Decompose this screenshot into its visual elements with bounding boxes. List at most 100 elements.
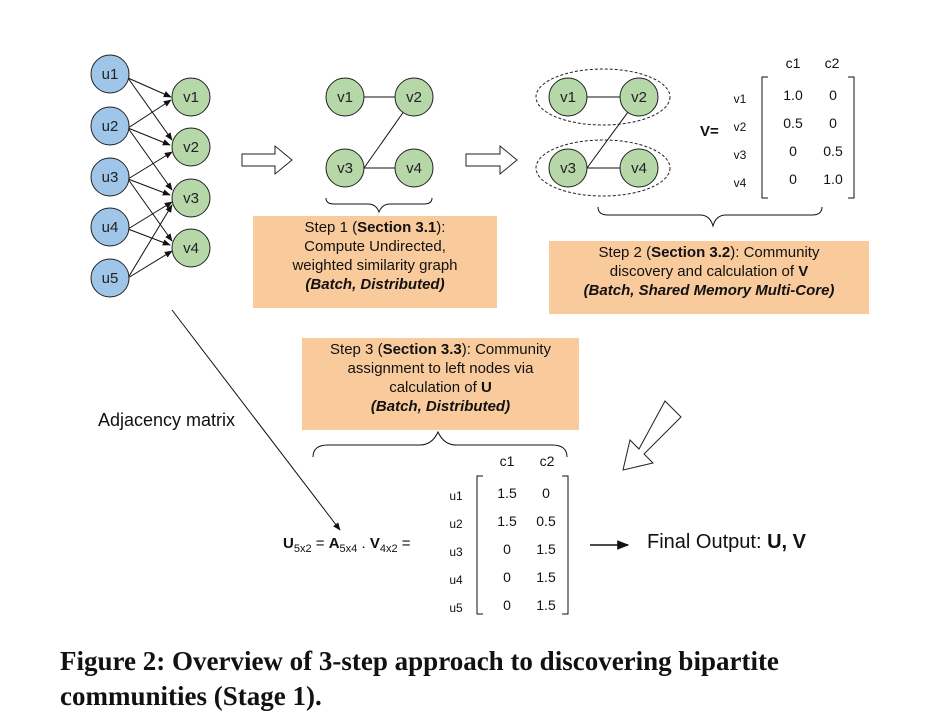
edge-u4-v4 <box>127 228 171 246</box>
node-u5: u5 <box>90 258 130 298</box>
node-v3-label: v3 <box>183 190 199 207</box>
edge-u3-v2 <box>127 151 173 180</box>
v-row-v1: v1 <box>734 92 747 106</box>
v-col-c1: c1 <box>786 55 801 71</box>
step2-line3: (Batch, Shared Memory Multi-Core) <box>583 282 835 299</box>
v-cell-1-1: 0 <box>829 115 837 131</box>
node-v4-label: v4 <box>183 240 199 257</box>
hollow-arrow-1 <box>241 144 293 176</box>
u-row-u3: u3 <box>449 545 463 559</box>
sim-node-v3-label: v3 <box>337 160 353 177</box>
v-cell-3-0: 0 <box>789 171 797 187</box>
u-cell-3-1: 1.5 <box>536 569 556 585</box>
eq-a-sub: 5x4 <box>339 543 358 555</box>
bipartite-edges <box>127 77 173 279</box>
comm-node-v2-label: v2 <box>631 89 647 106</box>
edge-u3-v3 <box>127 178 171 196</box>
sim-node-v3: v3 <box>325 148 365 188</box>
eq-equals-2: = <box>397 535 411 552</box>
edge-u2-v3 <box>127 127 173 191</box>
edge-u4-v3 <box>127 201 173 230</box>
u-col-c2: c2 <box>540 453 555 469</box>
u-cell-0-1: 0 <box>542 485 550 501</box>
sim-node-v1-label: v1 <box>337 89 353 106</box>
node-v2-label: v2 <box>183 139 199 156</box>
node-u3-label: u3 <box>102 169 119 186</box>
node-u3: u3 <box>90 157 130 197</box>
equation: U5x2 = A5x4 . V4x2 = <box>283 535 411 555</box>
step3-line3-text: calculation of <box>389 379 481 396</box>
edge-u5-v3 <box>127 204 173 279</box>
v-matrix-label: V= <box>700 123 719 140</box>
step1-line2: Compute Undirected, <box>304 238 446 255</box>
u-cell-3-0: 0 <box>503 569 511 585</box>
node-u1-label: u1 <box>102 66 119 83</box>
step3-box: Step 3 (Section 3.3): Community assignme… <box>302 338 579 430</box>
v-cell-1-0: 0.5 <box>783 115 803 131</box>
adjacency-arrow <box>171 309 341 531</box>
brace-step3 <box>312 430 568 458</box>
sim-node-v4: v4 <box>394 148 434 188</box>
u-cell-0-0: 1.5 <box>497 485 517 501</box>
step2-line2-bold: V <box>798 263 809 280</box>
step3-line4: (Batch, Distributed) <box>370 398 511 415</box>
edge-u2-v2 <box>127 127 171 146</box>
node-v1-label: v1 <box>183 89 199 106</box>
u-cell-2-0: 0 <box>503 541 511 557</box>
u-col-c1: c1 <box>500 453 515 469</box>
u-row-u1: u1 <box>449 489 463 503</box>
step2-line2-text: discovery and calculation of <box>609 263 799 280</box>
final-output-bold: U, V <box>767 531 806 553</box>
step1-line4: (Batch, Distributed) <box>305 276 445 293</box>
comm-node-v3: v3 <box>548 148 588 188</box>
step2-box: Step 2 (Section 3.2): Community discover… <box>549 241 869 314</box>
eq-dot: . <box>357 535 370 552</box>
u-matrix: c1 c2 u1 u2 u3 u4 u5 1.5 0 1.5 0.5 0 1.5… <box>449 453 569 615</box>
brace-step2 <box>597 206 823 228</box>
eq-u-sub: 5x2 <box>293 543 312 555</box>
comm-node-v1-label: v1 <box>560 89 576 106</box>
v-bracket-right <box>848 76 855 199</box>
u-cell-4-1: 1.5 <box>536 597 556 613</box>
step2-prefix: Step 2 ( <box>598 244 652 261</box>
comm-node-v4-label: v4 <box>631 160 647 177</box>
step1-box: Step 1 (Section 3.1): Compute Undirected… <box>253 216 497 308</box>
v-matrix: V= c1 c2 v1 v2 v3 v4 1.0 0 0.5 0 0 0.5 0… <box>700 55 855 199</box>
eq-equals: = <box>311 535 329 552</box>
step3-section: Section 3.3 <box>382 341 462 358</box>
eq-u: U <box>283 535 294 552</box>
step3-suffix: ): Community <box>461 341 551 358</box>
u-cell-4-0: 0 <box>503 597 511 613</box>
node-v2: v2 <box>171 127 211 167</box>
u-bracket-left <box>476 475 483 615</box>
node-u4: u4 <box>90 207 130 247</box>
v-cell-2-1: 0.5 <box>823 143 843 159</box>
sim-node-v2-label: v2 <box>406 89 422 106</box>
eq-v-sub: 4x2 <box>379 543 398 555</box>
node-v4: v4 <box>171 228 211 268</box>
edge-u5-v4 <box>127 250 173 279</box>
node-v3: v3 <box>171 178 211 218</box>
step1-line3: weighted similarity graph <box>292 257 458 274</box>
v-cell-0-0: 1.0 <box>783 87 803 103</box>
u-cell-1-0: 1.5 <box>497 513 517 529</box>
node-u5-label: u5 <box>102 270 119 287</box>
community-1-ellipse <box>535 68 671 126</box>
bipartite-graph: u1 u2 u3 u4 u5 v1 <box>90 54 211 298</box>
v-row-v2: v2 <box>734 120 747 134</box>
comm-node-v1: v1 <box>548 77 588 117</box>
sim-node-v2: v2 <box>394 77 434 117</box>
step1-suffix: ): <box>436 219 446 236</box>
u-bracket-right <box>562 475 569 615</box>
edge-u1-v1 <box>127 77 172 98</box>
u-row-u5: u5 <box>449 601 463 615</box>
hollow-arrow-diagonal <box>622 400 682 471</box>
right-nodes: v1 v2 v3 v4 <box>171 77 211 268</box>
community-2-ellipse <box>535 139 671 197</box>
comm-node-v3-label: v3 <box>560 160 576 177</box>
node-u2-label: u2 <box>102 118 119 135</box>
u-cell-1-1: 0.5 <box>536 513 556 529</box>
u-row-u4: u4 <box>449 573 463 587</box>
v-cell-2-0: 0 <box>789 143 797 159</box>
